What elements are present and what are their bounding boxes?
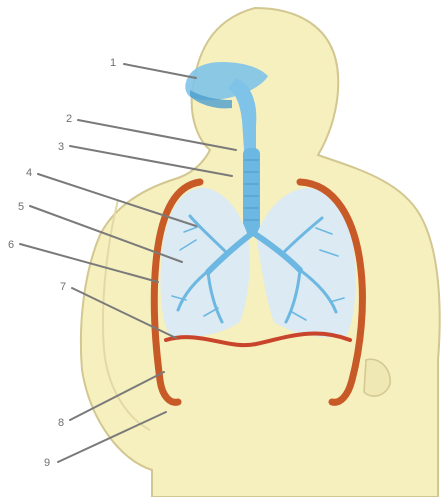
leader-line-1 <box>124 64 196 78</box>
label-8: 8 <box>58 417 64 429</box>
label-4: 4 <box>26 167 32 179</box>
label-7: 7 <box>60 281 66 293</box>
label-3: 3 <box>58 141 64 153</box>
label-2: 2 <box>66 113 72 125</box>
label-1: 1 <box>110 57 116 69</box>
label-9: 9 <box>44 457 50 469</box>
label-6: 6 <box>8 239 14 251</box>
label-5: 5 <box>18 201 24 213</box>
trachea <box>243 148 260 236</box>
